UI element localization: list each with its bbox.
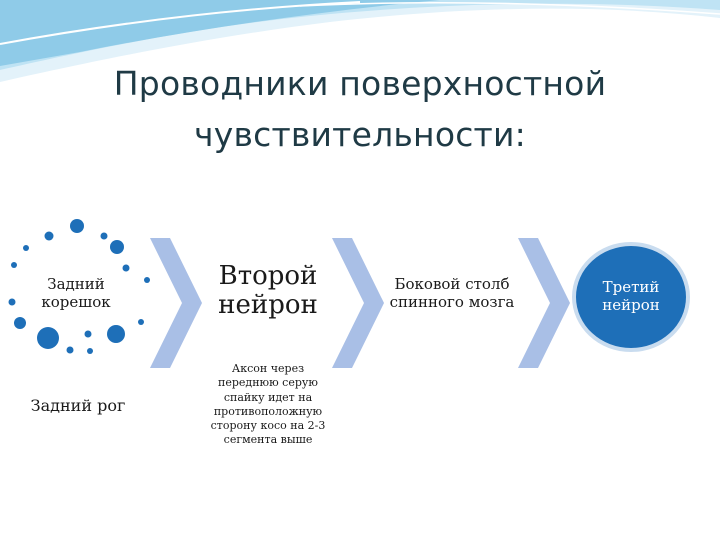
chevron-right-icon bbox=[150, 238, 202, 368]
slide-title: Проводники поверхностной чувствительност… bbox=[40, 58, 680, 160]
step4-label: Третий нейрон bbox=[602, 278, 660, 314]
title-line-1: Проводники поверхностной bbox=[113, 64, 607, 103]
third-neuron-circle: Третий нейрон bbox=[572, 242, 690, 352]
step3-top-label: Боковой столб спинного мозга bbox=[389, 275, 515, 311]
dotted-circle-graphic bbox=[8, 219, 150, 354]
step1-bottom-label: Задний рог bbox=[30, 396, 126, 415]
chevron-right-icon bbox=[332, 238, 384, 368]
step1-top-label: Задний корешок bbox=[41, 275, 111, 311]
chevron-right-icon bbox=[518, 238, 570, 368]
step2-top-label: Второй нейрон bbox=[218, 261, 318, 321]
decorative-wave bbox=[0, 0, 720, 82]
step2-bottom-label: Аксон через переднюю серую спайку идет н… bbox=[210, 362, 326, 447]
title-line-2: чувствительности: bbox=[194, 115, 526, 155]
